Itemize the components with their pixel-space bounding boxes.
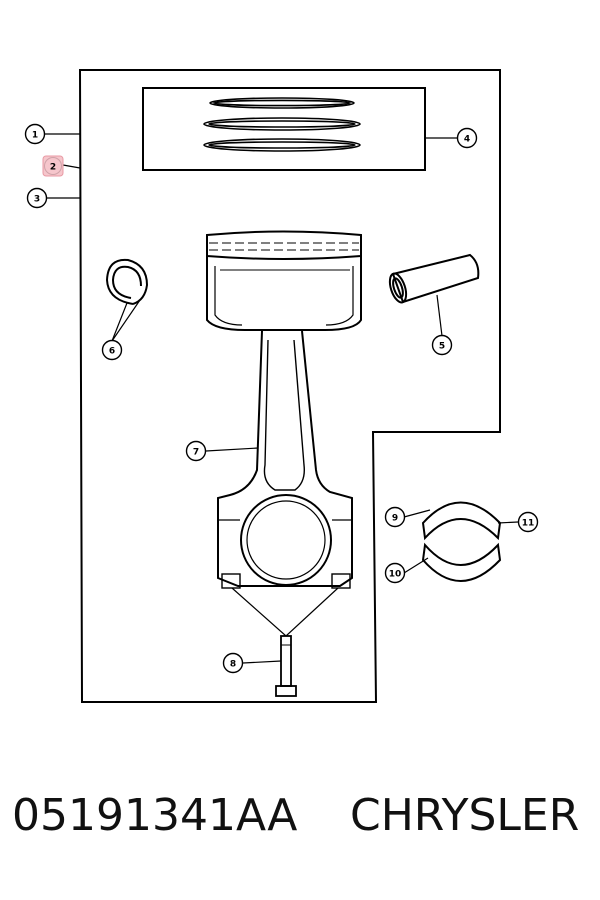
- piston-rings: [203, 97, 361, 152]
- callout-10-label: 10: [389, 570, 402, 580]
- callout-2-label: 2: [50, 163, 56, 173]
- callout-9[interactable]: 9: [384, 506, 406, 528]
- callout-leaders: [45, 133, 519, 664]
- callout-7[interactable]: 7: [185, 440, 207, 462]
- callout-2[interactable]: 2: [42, 155, 64, 177]
- callout-8-label: 8: [230, 660, 236, 670]
- snap-ring: [105, 258, 149, 305]
- ring-set-box: [142, 87, 426, 171]
- bolt-leader-lines: [231, 587, 339, 637]
- callout-10[interactable]: 10: [384, 562, 406, 584]
- diagram-frame: [78, 69, 501, 703]
- callout-11[interactable]: 11: [517, 511, 539, 533]
- callout-7-label: 7: [193, 448, 199, 458]
- callout-4-label: 4: [464, 135, 470, 145]
- connecting-rod: [217, 330, 353, 589]
- callout-8[interactable]: 8: [222, 652, 244, 674]
- callout-1[interactable]: 1: [24, 123, 46, 145]
- callout-3[interactable]: 3: [26, 187, 48, 209]
- rod-bolt: [275, 635, 297, 697]
- callout-5[interactable]: 5: [431, 334, 453, 356]
- callout-1-label: 1: [32, 131, 38, 141]
- callout-3-label: 3: [34, 195, 40, 205]
- rod-bearings: [421, 501, 502, 582]
- callout-5-label: 5: [439, 342, 445, 352]
- piston-pin: [388, 253, 480, 304]
- callout-6-label: 6: [109, 347, 115, 357]
- footer: 05191341AA CHRYSLER: [0, 790, 600, 870]
- callout-11-label: 11: [522, 519, 535, 529]
- brand-name: CHRYSLER: [350, 790, 580, 841]
- callout-4[interactable]: 4: [456, 127, 478, 149]
- callout-6[interactable]: 6: [101, 339, 123, 361]
- piston: [206, 230, 362, 331]
- callout-9-label: 9: [392, 514, 398, 524]
- part-number: 05191341AA: [12, 790, 298, 841]
